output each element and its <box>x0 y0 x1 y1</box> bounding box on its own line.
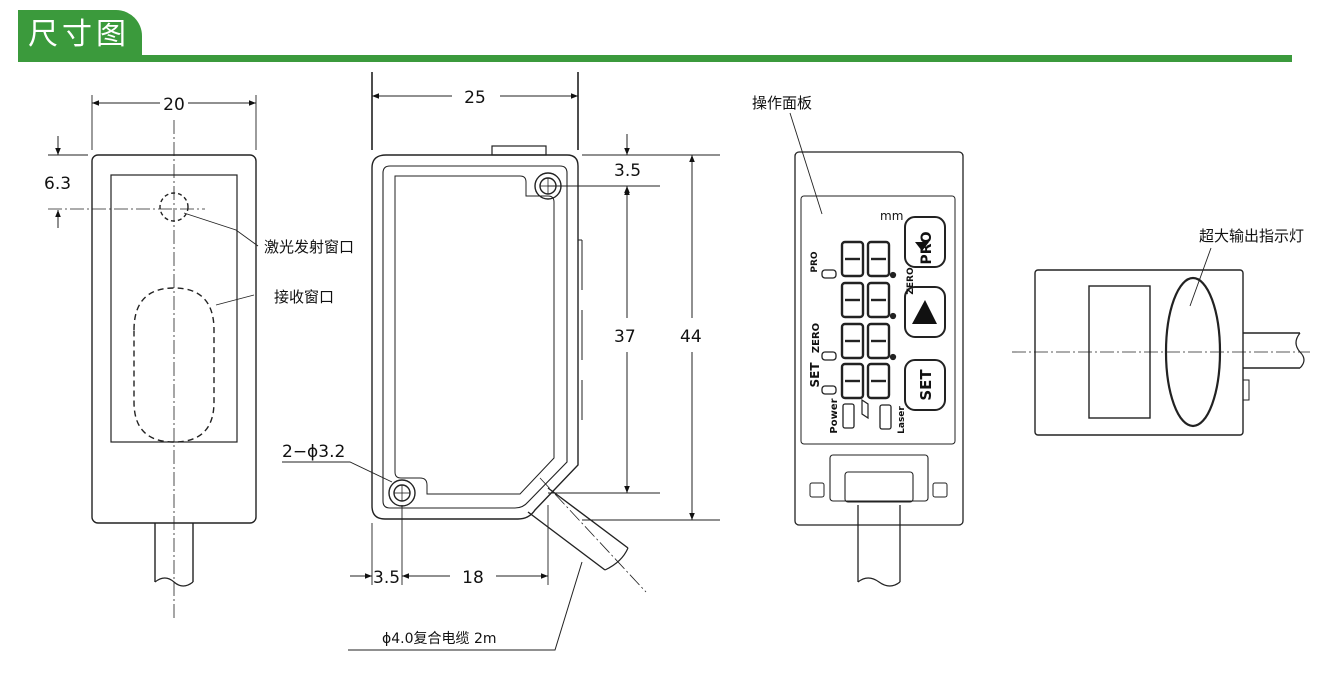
set-led-label: SET <box>808 362 822 388</box>
side-bottom-left-dim: 3.5 <box>373 568 400 588</box>
panel-body <box>794 151 964 526</box>
set-button-label: SET <box>917 369 935 401</box>
side-inner-border <box>382 165 568 509</box>
holes-dim: 2−ϕ3.2 <box>282 442 345 462</box>
receive-window-outline <box>133 287 215 443</box>
pro-down-arrow-icon <box>915 242 929 251</box>
side-cable-top <box>547 487 629 549</box>
rear-body <box>1034 269 1244 436</box>
power-led <box>842 403 855 429</box>
side-inner-recess <box>394 175 555 495</box>
header-tab <box>18 10 142 60</box>
receive-window-label: 接收窗口 <box>274 288 334 306</box>
pro-led <box>821 269 837 279</box>
laser-led-label: Laser <box>897 406 907 434</box>
set-led <box>821 385 837 395</box>
panel-connector <box>829 454 929 502</box>
laser-window-leader <box>183 212 259 247</box>
side-width-dim: 25 <box>464 88 486 108</box>
set-button[interactable] <box>904 359 946 411</box>
receive-window-leader <box>215 294 255 306</box>
side-view <box>282 72 720 651</box>
side-right-offset-dim: 3.5 <box>614 161 641 181</box>
side-total-height-dim: 44 <box>680 327 702 347</box>
side-cable-bottom <box>527 511 606 571</box>
rear-view <box>1012 247 1310 436</box>
output-indicator-label: 超大输出指示灯 <box>1199 227 1304 245</box>
panel-display-area <box>800 195 956 445</box>
up-button[interactable] <box>904 286 946 338</box>
page-title: 尺寸图 <box>28 17 130 52</box>
front-cable-break <box>154 577 194 587</box>
up-arrow-icon <box>912 300 937 324</box>
front-offset-dim: 6.3 <box>44 174 71 194</box>
side-cable-end <box>604 547 629 571</box>
side-top-tab <box>491 145 547 156</box>
operation-panel-label: 操作面板 <box>752 94 812 112</box>
side-inner-height-dim: 37 <box>614 327 636 347</box>
front-width-dim: 20 <box>163 95 185 115</box>
laser-window-label: 激光发射窗口 <box>264 238 354 256</box>
section-header: 尺寸图 <box>0 0 1322 70</box>
pro-led-label: PRO <box>810 251 820 273</box>
side-bottom-span-dim: 18 <box>462 568 484 588</box>
front-view <box>48 95 259 620</box>
unit-label: mm <box>880 209 903 223</box>
power-led-label: Power <box>829 398 840 433</box>
zero-led-label: ZERO <box>811 323 822 353</box>
pro-button[interactable] <box>904 216 946 268</box>
side-body <box>371 154 579 520</box>
panel-view <box>789 112 964 587</box>
pro-button-label: PRO <box>919 231 935 264</box>
zero-led <box>821 351 837 361</box>
header-bar <box>18 55 1292 62</box>
cable-label: ϕ4.0复合电缆 2m <box>382 630 497 647</box>
laser-led <box>879 404 892 430</box>
zero-label: ZERO <box>906 267 916 295</box>
